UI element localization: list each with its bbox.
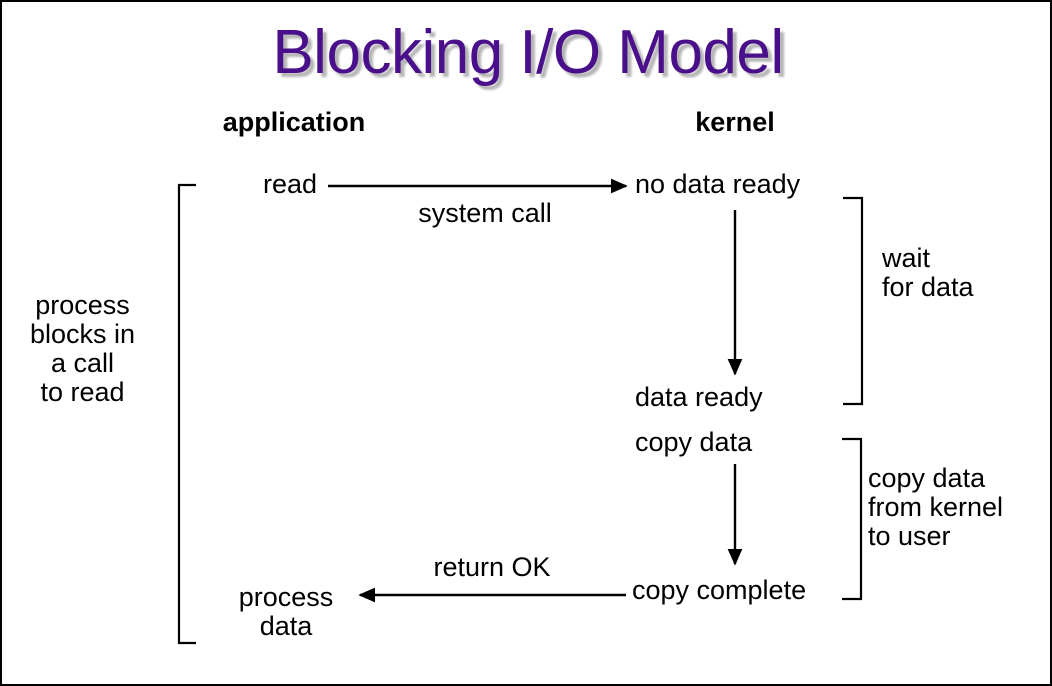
node-process-data-line1: process [238, 582, 334, 612]
page-title: Blocking I/O Model [272, 18, 784, 87]
node-data-ready: data ready [635, 382, 763, 412]
bracket-label-process-blocks-line1: process [35, 290, 130, 320]
bracket-process-blocks [177, 183, 196, 645]
bracket-label-process-blocks-line3: a call [50, 348, 115, 379]
node-copy-data: copy data [635, 427, 753, 457]
edge-label-return-ok: return OK [433, 552, 551, 582]
bracket-label-wait-for-data-line2: for data [882, 272, 974, 303]
bracket-label-copy-from-kernel-line2: from kernel [868, 492, 1004, 523]
edge-label-system-call: system call [418, 198, 552, 228]
column-heading-application: application [222, 107, 366, 137]
node-no-data-ready: no data ready [635, 169, 801, 199]
bracket-label-process-blocks-line2: blocks in [29, 319, 136, 350]
column-heading-kernel: kernel [695, 107, 775, 137]
node-read: read [262, 169, 318, 199]
bracket-wait-for-data [843, 196, 864, 406]
bracket-label-wait-for-data: wait for data [882, 243, 1050, 303]
bracket-label-wait-for-data-line1: wait [882, 243, 931, 273]
node-process-data: process data [206, 582, 366, 642]
node-process-data-line2: data [259, 611, 313, 642]
bracket-label-copy-from-kernel-line1: copy data [868, 463, 986, 493]
bracket-label-copy-from-kernel: copy data from kernel to user [868, 463, 1050, 552]
bracket-copy-from-kernel [842, 437, 863, 601]
bracket-label-copy-from-kernel-line3: to user [868, 521, 951, 552]
bracket-label-process-blocks: process blocks in a call to read [10, 290, 155, 408]
node-copy-complete: copy complete [632, 575, 807, 605]
bracket-label-process-blocks-line4: to read [40, 377, 125, 408]
